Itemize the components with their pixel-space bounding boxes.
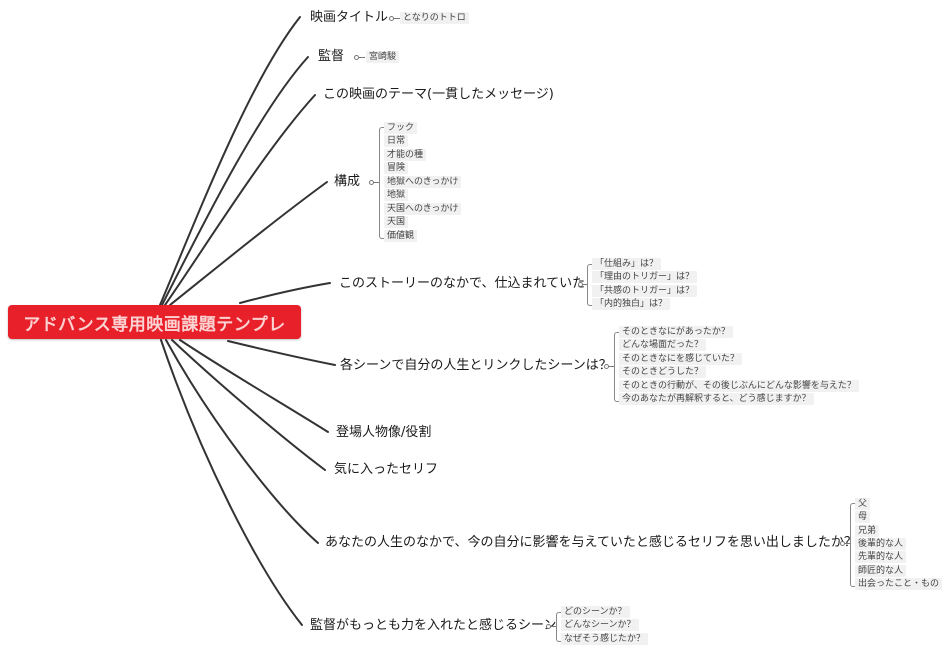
branch-title[interactable]: 映画タイトル [310, 10, 389, 25]
branch-characters[interactable]: 登場人物像/役割 [336, 425, 432, 440]
leaf-structure[interactable]: 才能の種 [384, 149, 427, 161]
leaf-life[interactable]: 出会ったこと・もの [855, 578, 943, 590]
leaf-structure[interactable]: 天国へのきっかけ [384, 203, 462, 215]
collapse-toggle-icon[interactable] [354, 55, 359, 60]
leaf-structure[interactable]: 価値観 [384, 230, 418, 242]
connector-stub [843, 543, 851, 544]
connector-life [165, 339, 319, 544]
leaf-structure[interactable]: 地獄へのきっかけ [384, 176, 462, 188]
branch-best-scene[interactable]: 監督がもっとも力を入れたと感じるシーン [310, 618, 557, 633]
leaf-bracket [556, 612, 561, 642]
leaf-scenes[interactable]: そのときなにを感じていた？ [619, 353, 743, 365]
collapse-toggle-icon[interactable] [389, 16, 394, 21]
leaf-scenes[interactable]: そのときの行動が、その後じぶんにどんな影響を与えた？ [619, 380, 859, 392]
collapse-toggle-icon[interactable] [369, 180, 374, 185]
connector-stub [372, 182, 380, 183]
leaf-title[interactable]: となりのトトロ [400, 12, 469, 24]
branch-quotes[interactable]: 気に入ったセリフ [334, 462, 439, 477]
branch-director[interactable]: 監督 [318, 49, 345, 64]
connector-stub [549, 626, 557, 627]
leaf-bracket [379, 127, 384, 239]
connector-story [239, 282, 331, 304]
leaf-director[interactable]: 宮崎駿 [366, 51, 400, 63]
connector-stub [391, 18, 400, 19]
leaf-bracket [850, 503, 855, 587]
connector-director [161, 56, 309, 306]
leaf-best-scene[interactable]: どんなシーンか？ [561, 619, 639, 631]
connector-best-scene [160, 339, 303, 626]
leaf-structure[interactable]: 地獄 [384, 189, 409, 201]
leaf-story[interactable]: 「内的独白」は？ [592, 298, 671, 310]
leaf-structure[interactable]: フック [384, 122, 418, 134]
leaf-story[interactable]: 「理由のトリガー」は？ [592, 271, 698, 283]
connector-theme [164, 94, 316, 306]
connector-stub [607, 366, 615, 367]
collapse-toggle-icon[interactable] [604, 364, 609, 369]
leaf-structure[interactable]: 天国 [384, 216, 409, 228]
leaf-scenes[interactable]: 今のあなたが再解釈すると、どう感じますか？ [619, 393, 814, 405]
branch-life[interactable]: あなたの人生のなかで、今の自分に影響を与えていたと感じるセリフを思い出しましたか… [325, 535, 857, 550]
connector-stub [356, 57, 365, 58]
collapse-toggle-icon[interactable] [578, 282, 583, 287]
leaf-bracket [614, 332, 619, 402]
collapse-toggle-icon[interactable] [546, 624, 551, 629]
leaf-life[interactable]: 母 [855, 511, 871, 523]
connector-stub [581, 284, 588, 285]
leaf-life[interactable]: 師匠的な人 [855, 565, 907, 577]
leaf-scenes[interactable]: どんな場面だった？ [619, 339, 707, 351]
leaf-life[interactable]: 先輩的な人 [855, 551, 907, 563]
leaf-story[interactable]: 「共感のトリガー」は？ [592, 285, 698, 297]
connector-quotes [171, 339, 326, 471]
leaf-structure[interactable]: 冒険 [384, 162, 409, 174]
branch-theme[interactable]: この映画のテーマ(一貫したメッセージ) [323, 87, 554, 102]
connector-scenes [227, 340, 336, 366]
branch-structure[interactable]: 構成 [334, 174, 361, 189]
branch-scenes[interactable]: 各シーンで自分の人生とリンクしたシーンは？ [340, 358, 612, 373]
leaf-best-scene[interactable]: どのシーンか？ [561, 606, 630, 618]
leaf-scenes[interactable]: そのときどうした？ [619, 366, 707, 378]
leaf-scenes[interactable]: そのときなにがあったか？ [619, 326, 733, 338]
connector-structure [169, 181, 328, 306]
leaf-life[interactable]: 兄弟 [855, 525, 880, 537]
leaf-structure[interactable]: 日常 [384, 135, 409, 147]
connector-title [159, 16, 301, 306]
leaf-life[interactable]: 父 [855, 498, 871, 510]
collapse-toggle-icon[interactable] [840, 541, 845, 546]
leaf-story[interactable]: 「仕組み」は？ [592, 258, 662, 270]
leaf-bracket [587, 264, 592, 306]
connector-characters [179, 339, 329, 433]
branch-story[interactable]: このストーリーのなかで、仕込まれていた [339, 276, 586, 291]
root-node[interactable]: アドバンス専用映画課題テンプレ [8, 305, 301, 339]
leaf-best-scene[interactable]: なぜそう感じたか？ [561, 633, 649, 645]
leaf-life[interactable]: 後輩的な人 [855, 538, 907, 550]
